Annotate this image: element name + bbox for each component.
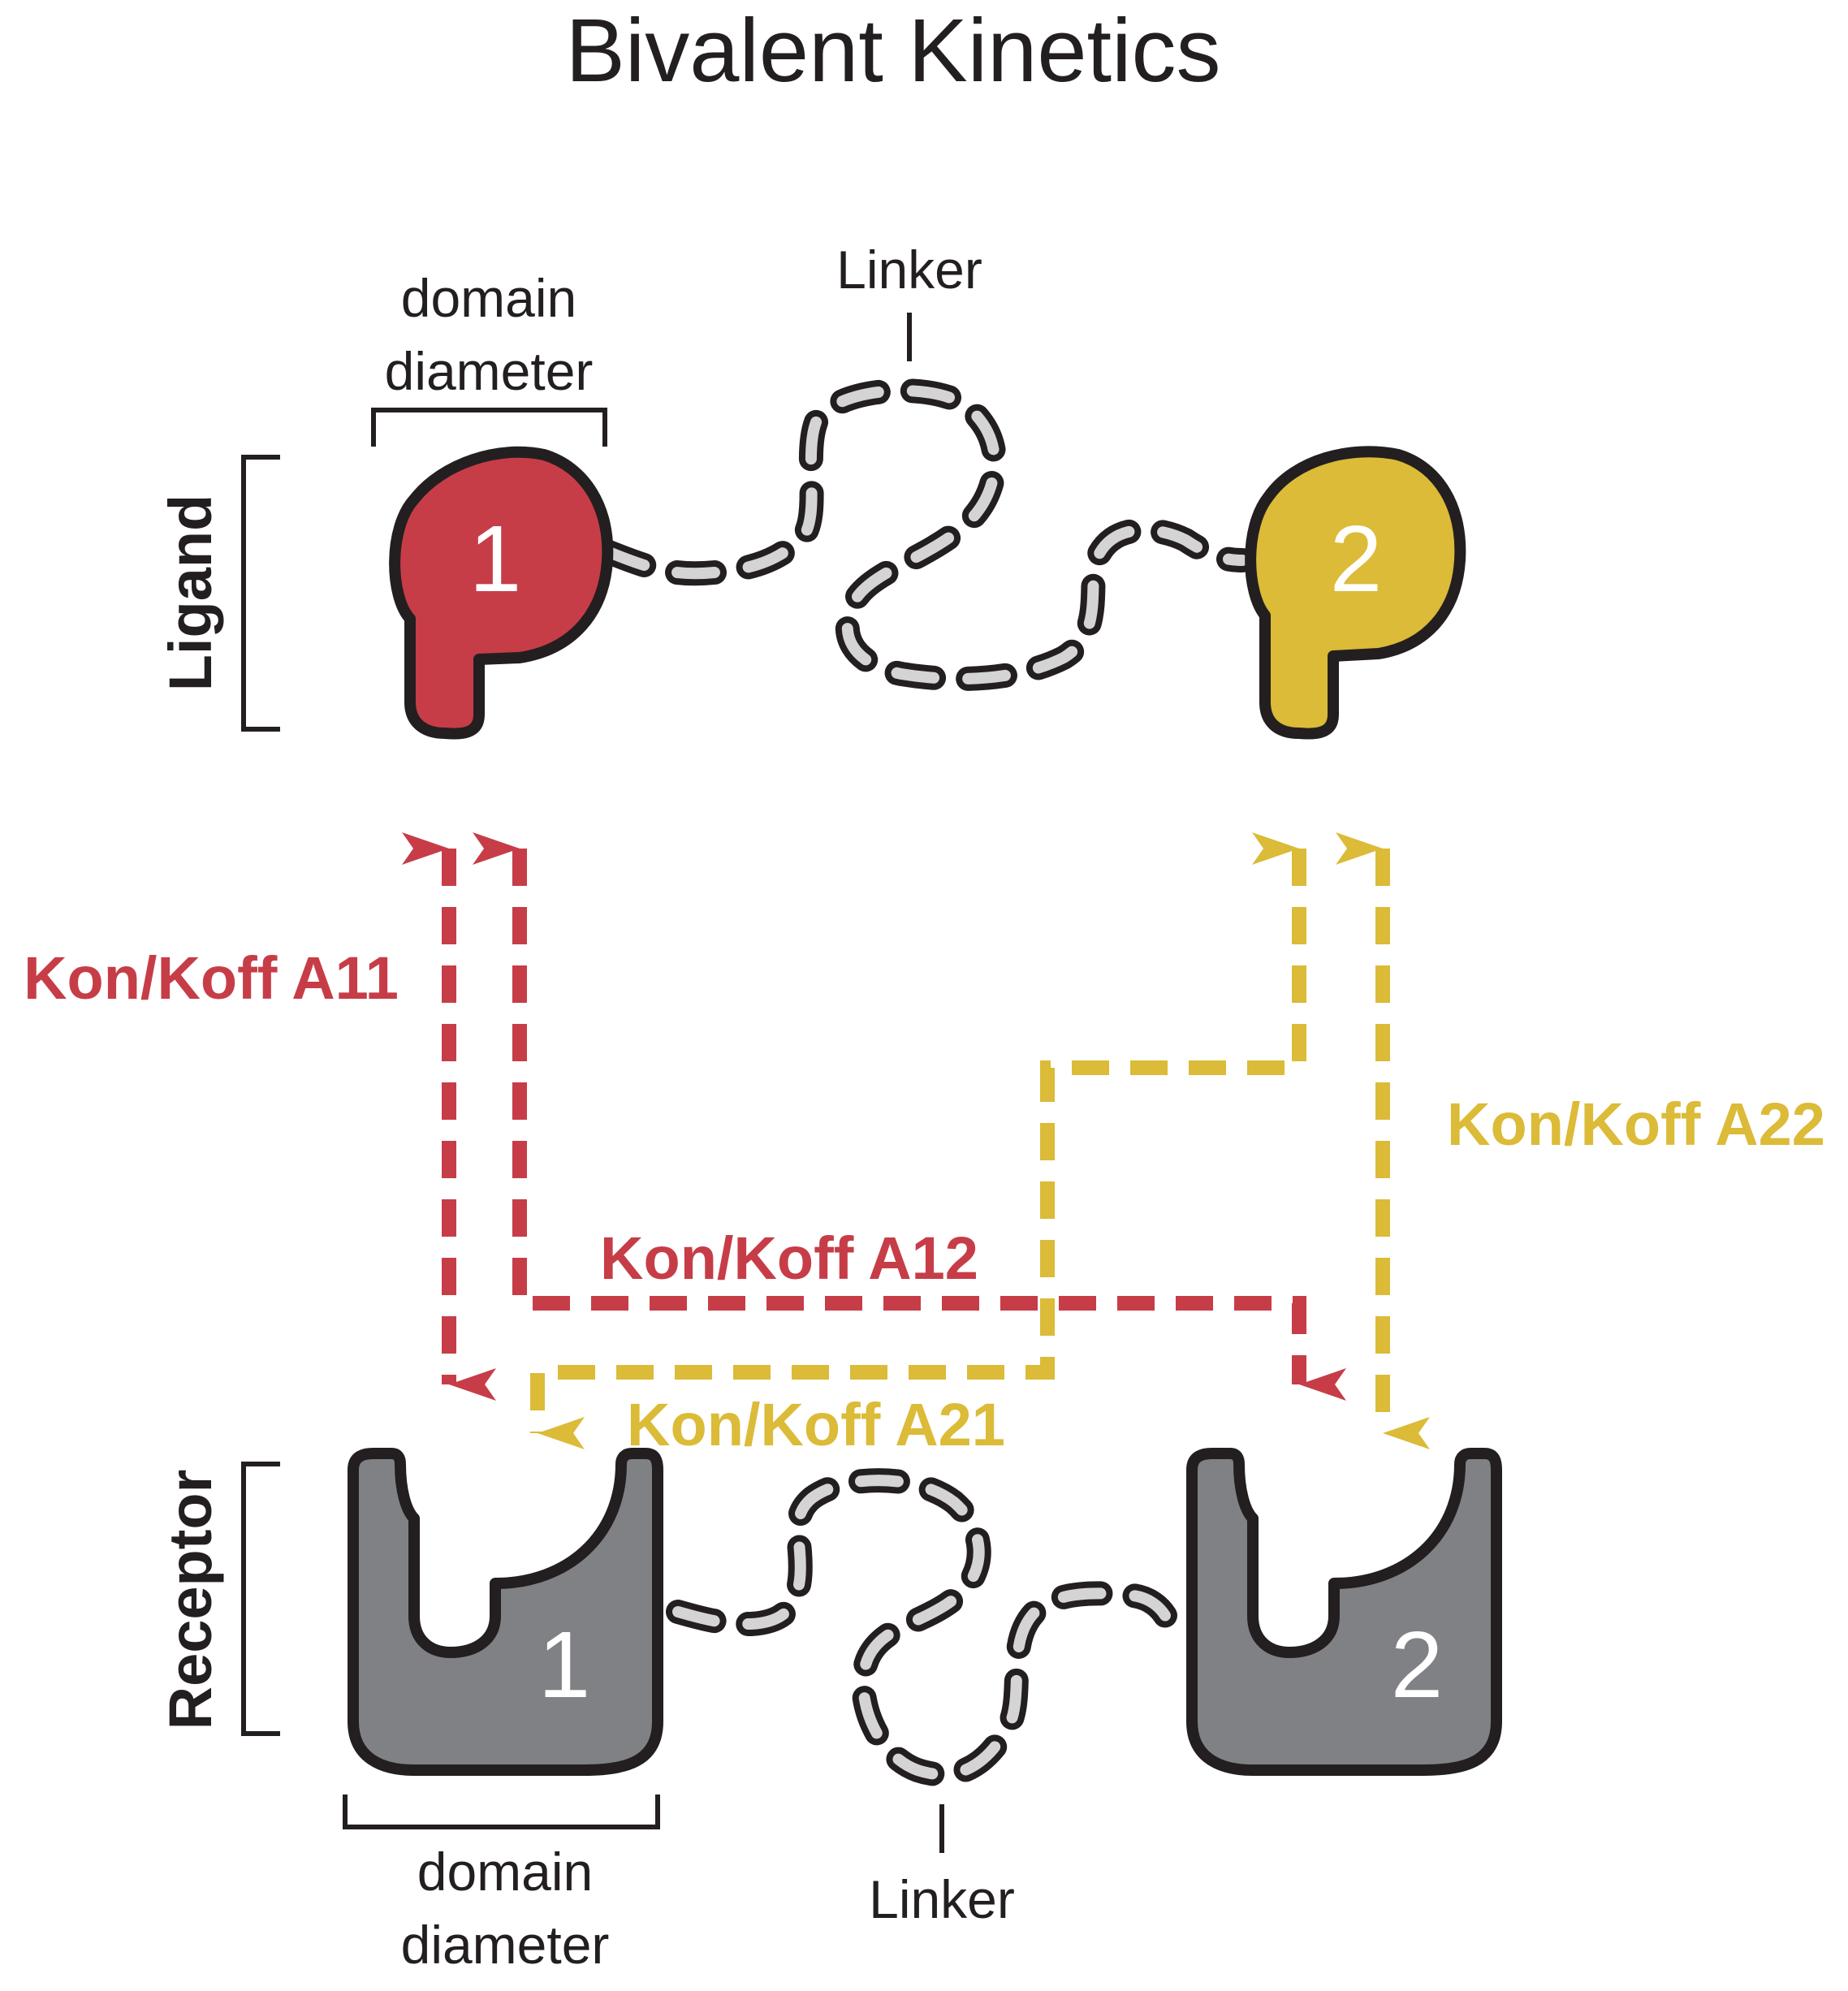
receptor-side-bracket [241, 1462, 280, 1736]
receptor-domain-label-line2: diameter [401, 1915, 610, 1975]
receptor-linker-label: Linker [869, 1869, 1015, 1929]
rate-label-a22: Kon/Koff A22 [1447, 1091, 1825, 1158]
ligand-linker-label: Linker [836, 240, 982, 300]
receptor-domain-label-line1: domain [417, 1842, 593, 1902]
ligand-domain-1-number: 1 [469, 506, 522, 611]
ligand-linker [597, 378, 1254, 691]
receptor-domain-2: 2 [1186, 1448, 1502, 1776]
ligand-domain-1: 1 [389, 446, 614, 740]
receptor-domain-1-number: 1 [538, 1612, 591, 1717]
arrow-a12 [473, 832, 1346, 1401]
arrow-a21 [530, 832, 1306, 1449]
rate-label-a11: Kon/Koff A11 [24, 944, 399, 1012]
receptor-domain-1: 1 [348, 1448, 663, 1776]
rate-label-a21: Kon/Koff A21 [627, 1391, 1005, 1458]
receptor-side-label: Receptor [157, 1470, 224, 1730]
receptor-domain-2-number: 2 [1391, 1612, 1444, 1717]
receptor-domain-diameter-bracket [343, 1794, 660, 1829]
ligand-domain-diameter-bracket [371, 408, 607, 447]
ligand-domain-2-number: 2 [1330, 506, 1383, 611]
rate-label-a12: Kon/Koff A12 [600, 1224, 978, 1292]
ligand-domain-label-line1: domain [401, 268, 576, 328]
ligand-side-label: Ligand [157, 495, 224, 692]
ligand-side-bracket [241, 455, 280, 732]
ligand-domain-2: 2 [1245, 446, 1466, 740]
receptor-linker [666, 1468, 1181, 1787]
diagram-title: Bivalent Kinetics [565, 1, 1220, 101]
ligand-domain-label-line2: diameter [385, 341, 594, 401]
